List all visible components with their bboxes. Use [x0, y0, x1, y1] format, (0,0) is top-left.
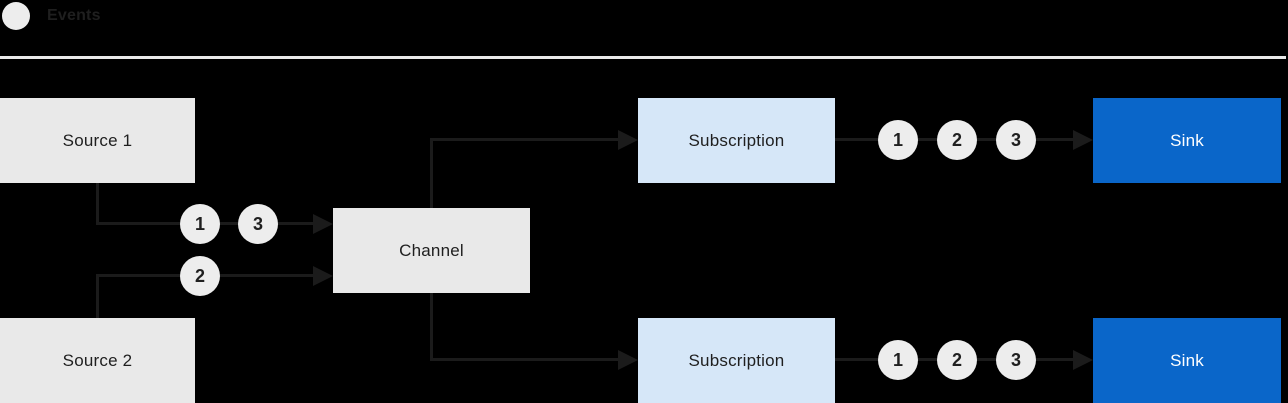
arrowhead-icon	[1073, 130, 1093, 150]
arrowhead-icon	[618, 130, 638, 150]
event-marker: 1	[878, 340, 918, 380]
event-marker: 3	[996, 120, 1036, 160]
subscription-bottom-label: Subscription	[688, 350, 785, 370]
arrowhead-icon	[1073, 350, 1093, 370]
connector-channel-up	[430, 139, 433, 208]
arrowhead-icon	[313, 214, 333, 234]
source-2-label: Source 2	[62, 350, 133, 370]
sink-bottom-label: Sink	[1170, 350, 1204, 370]
source-2-node: Source 2	[0, 318, 195, 403]
connector-channel-down	[430, 293, 433, 361]
event-marker: 3	[996, 340, 1036, 380]
subscription-top-label: Subscription	[688, 130, 785, 150]
event-marker: 3	[238, 204, 278, 244]
connector-channel-to-subscription-top	[430, 138, 620, 141]
sink-top-label: Sink	[1170, 130, 1204, 150]
connector-source1-down	[96, 183, 99, 224]
legend-label: Events	[47, 7, 101, 24]
event-marker: 2	[937, 340, 977, 380]
event-marker: 2	[937, 120, 977, 160]
connector-source2-up	[96, 276, 99, 318]
event-marker: 1	[878, 120, 918, 160]
source-1-node: Source 1	[0, 98, 195, 183]
source-1-label: Source 1	[62, 130, 133, 150]
sink-bottom-node: Sink	[1093, 318, 1281, 403]
subscription-top-node: Subscription	[638, 98, 835, 183]
legend: Events	[2, 2, 101, 30]
legend-divider	[0, 56, 1286, 59]
channel-label: Channel	[399, 240, 464, 260]
event-marker: 1	[180, 204, 220, 244]
channel-node: Channel	[333, 208, 530, 293]
arrowhead-icon	[618, 350, 638, 370]
event-marker: 2	[180, 256, 220, 296]
connector-channel-to-subscription-bottom	[430, 358, 620, 361]
arrowhead-icon	[313, 266, 333, 286]
sink-top-node: Sink	[1093, 98, 1281, 183]
subscription-bottom-node: Subscription	[638, 318, 835, 403]
event-circle-icon	[2, 2, 30, 30]
